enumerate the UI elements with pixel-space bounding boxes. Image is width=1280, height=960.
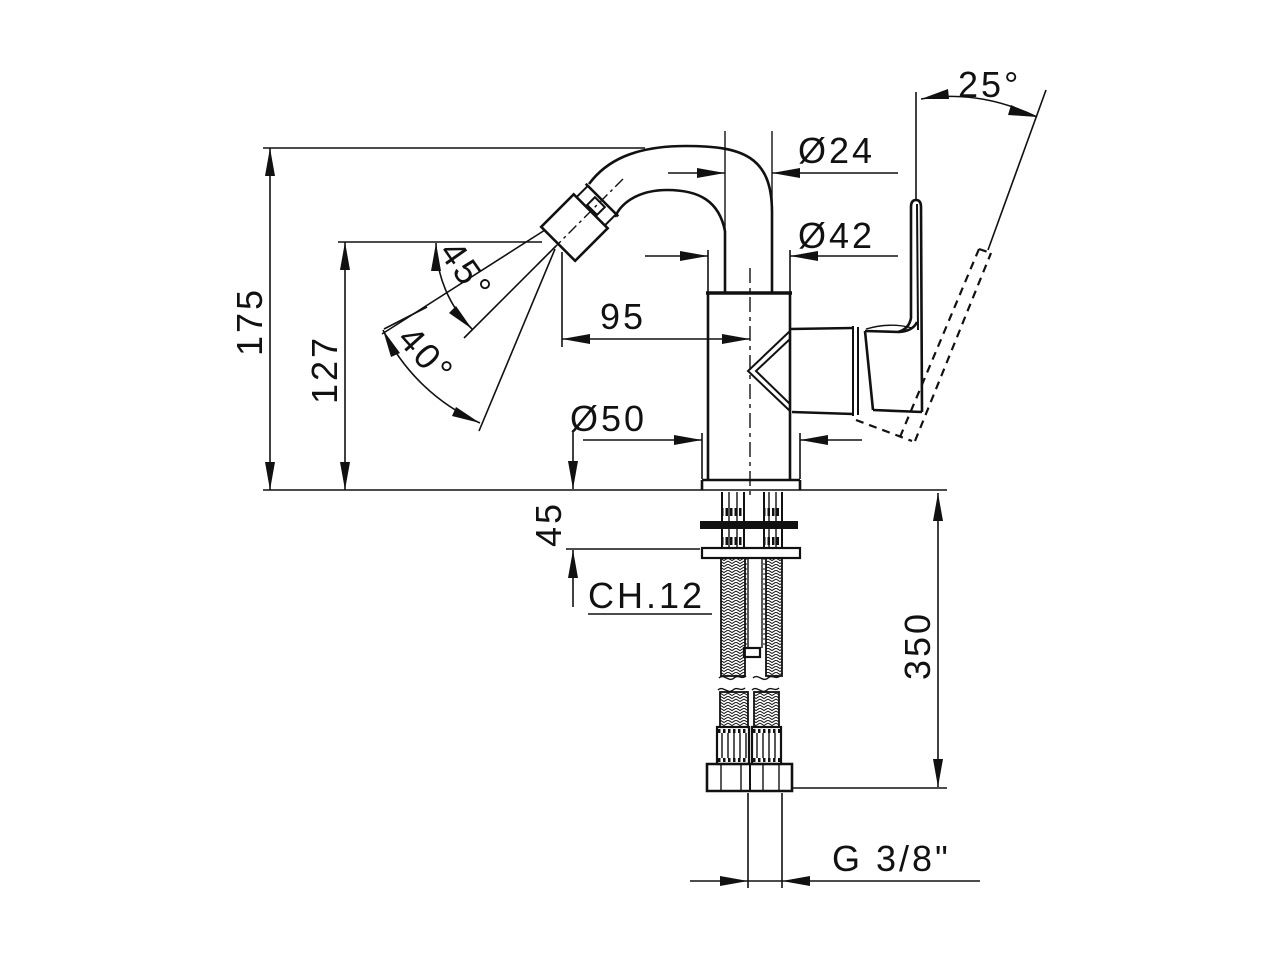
dim-thread-size-label: G 3/8" bbox=[832, 838, 951, 879]
dim-outlet-height-label: 127 bbox=[304, 335, 345, 404]
dim-spout-reach-label: 95 bbox=[600, 296, 646, 337]
cartridge-housing bbox=[789, 321, 923, 416]
dim-body-diameter bbox=[645, 250, 898, 292]
dim-spray-angle-inner bbox=[431, 242, 473, 330]
dim-thread-size bbox=[690, 793, 980, 888]
dim-spout-tube-diameter-label: Ø24 bbox=[798, 130, 875, 171]
mounting-shank bbox=[700, 492, 802, 560]
faucet-body bbox=[706, 268, 792, 500]
dim-body-diameter-label: Ø42 bbox=[798, 215, 875, 256]
spray-fan-lines bbox=[381, 229, 557, 432]
hose-break-line bbox=[718, 675, 747, 681]
dim-spray-angle-outer bbox=[382, 329, 481, 424]
dim-handle-angle-label: 25° bbox=[958, 64, 1021, 105]
handle-lever bbox=[897, 198, 924, 413]
handle-dashed-open-position bbox=[855, 247, 993, 443]
hose-hex-nuts bbox=[705, 762, 794, 793]
threaded-mounting-rod bbox=[742, 558, 765, 659]
dim-deck-thickness bbox=[566, 430, 700, 607]
dim-wrench-size-label: CH.12 bbox=[588, 575, 705, 616]
dim-base-diameter-label: Ø50 bbox=[570, 398, 647, 439]
spout-outline bbox=[587, 131, 774, 293]
hose-crimp-collars bbox=[715, 725, 783, 766]
dim-outlet-height bbox=[338, 241, 542, 490]
dim-spout-height bbox=[263, 147, 645, 490]
fixing-stud-bar bbox=[700, 521, 798, 529]
dim-spray-angle-outer-label: 40° bbox=[390, 318, 463, 393]
dim-deck-thickness-label: 45 bbox=[528, 501, 569, 547]
dim-base-diameter bbox=[583, 433, 862, 479]
dim-spout-reach bbox=[561, 252, 750, 347]
dim-hose-length bbox=[793, 493, 947, 789]
supply-hoses bbox=[717, 557, 783, 728]
base-flange bbox=[700, 478, 802, 490]
mounting-washer-plate bbox=[700, 546, 802, 560]
dim-handle-angle bbox=[915, 89, 1047, 251]
dim-spout-height-label: 175 bbox=[229, 287, 270, 356]
dim-hose-length-label: 350 bbox=[897, 611, 938, 680]
dim-spout-tube-diameter bbox=[668, 168, 898, 178]
body-joint-chevron bbox=[746, 330, 791, 412]
dim-spray-angle-inner-label: 45° bbox=[431, 233, 501, 308]
